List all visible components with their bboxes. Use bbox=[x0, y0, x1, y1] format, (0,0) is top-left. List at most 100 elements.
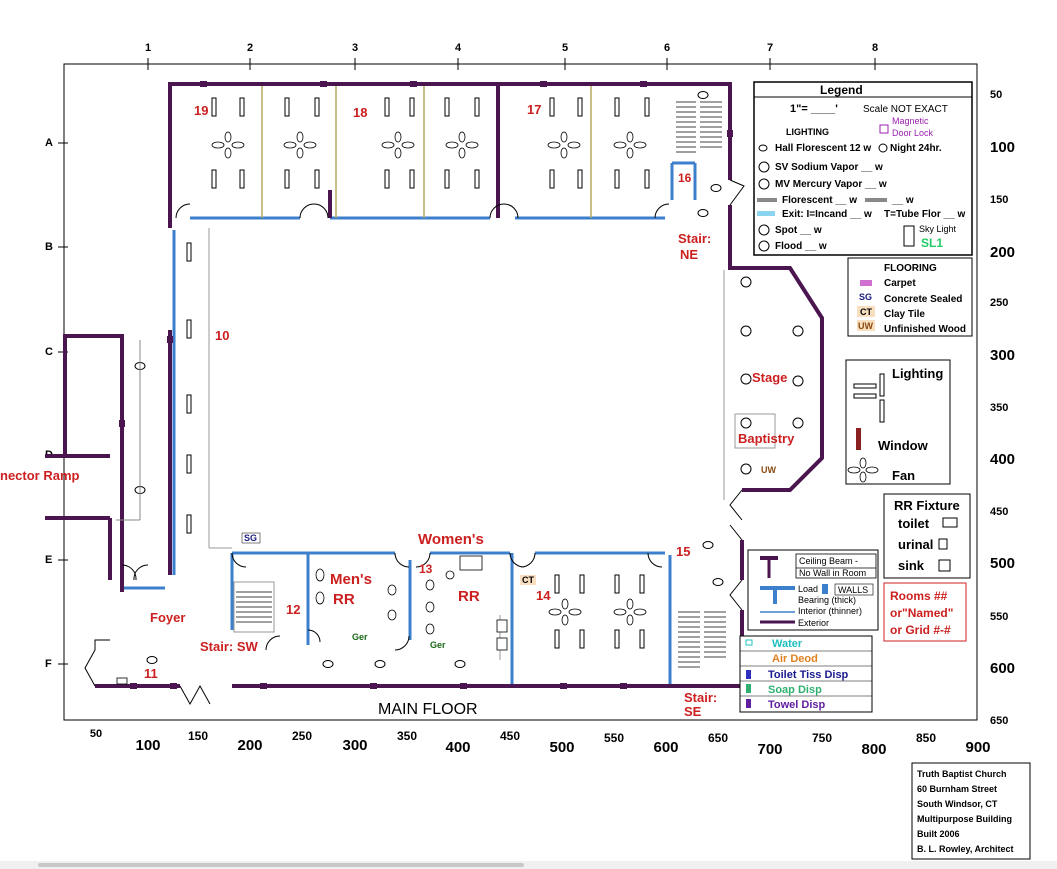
fluorescent-fixtures bbox=[186, 97, 650, 649]
walls-load: Load bbox=[798, 584, 818, 594]
grid-row-c: C bbox=[45, 346, 53, 358]
y-scale-600: 600 bbox=[990, 660, 1015, 677]
stair-se-treads bbox=[678, 611, 726, 668]
womens-label: Women's bbox=[418, 531, 484, 548]
x-scale-400: 400 bbox=[445, 739, 470, 756]
legend-spot: Spot __ w bbox=[775, 225, 822, 236]
stair-ne-label-2: NE bbox=[680, 247, 698, 262]
room-18-label: 18 bbox=[353, 105, 367, 120]
legend-flood: Flood __ w bbox=[775, 241, 827, 252]
interior-walls bbox=[122, 161, 697, 685]
stage-label: Stage bbox=[752, 370, 787, 385]
legend-scale: 1"= ____' bbox=[790, 103, 838, 115]
stair-ne-treads bbox=[676, 101, 722, 153]
mens-label-1: Men's bbox=[330, 571, 372, 588]
y-scale-400: 400 bbox=[990, 451, 1015, 468]
rr-fixture-box: RR Fixture toilet urinal sink bbox=[883, 493, 971, 579]
y-scale-550: 550 bbox=[990, 611, 1008, 623]
foyer-label: Foyer bbox=[150, 610, 185, 625]
grid-row-a: A bbox=[45, 137, 53, 149]
dispenser-towel: Towel Disp bbox=[768, 699, 826, 711]
horizontal-scrollbar[interactable] bbox=[0, 861, 1057, 869]
room-13-label: 13 bbox=[419, 562, 433, 576]
floor-tag-ger-1: Ger bbox=[352, 632, 368, 642]
rr-fixture-title: RR Fixture bbox=[894, 498, 960, 513]
grid-col-3: 3 bbox=[352, 42, 358, 54]
flooring-carpet: Carpet bbox=[884, 278, 916, 289]
rooms-legend-box: Rooms ## or"Named" or Grid #-# bbox=[883, 582, 967, 642]
x-scale-750: 750 bbox=[812, 731, 832, 745]
legend-night: Night 24hr. bbox=[890, 143, 942, 154]
x-scale-150: 150 bbox=[188, 729, 208, 743]
room-12-label: 12 bbox=[286, 602, 300, 617]
title-block-line-4: Multipurpose Building bbox=[917, 814, 1012, 824]
grid-col-8: 8 bbox=[872, 42, 878, 54]
y-scale-500: 500 bbox=[990, 555, 1015, 572]
x-scale-500: 500 bbox=[549, 739, 574, 756]
walls-legend-box: Ceiling Beam - No Wall in Room Load WALL… bbox=[747, 549, 879, 631]
column-ticks bbox=[147, 58, 876, 70]
dispenser-soap: Soap Disp bbox=[768, 684, 822, 696]
floor-tag-sg: SG bbox=[244, 533, 257, 543]
legend-sl1: SL1 bbox=[921, 236, 943, 250]
rooms-line-3: or Grid #-# bbox=[890, 623, 951, 637]
title-block-line-3: South Windsor, CT bbox=[917, 799, 998, 809]
grid-col-2: 2 bbox=[247, 42, 253, 54]
dispenser-toilet-tiss: Toilet Tiss Disp bbox=[768, 669, 849, 681]
rr-sink: sink bbox=[898, 558, 925, 573]
y-scale-450: 450 bbox=[990, 506, 1008, 518]
x-scale-50: 50 bbox=[90, 728, 102, 740]
room-10-label: 10 bbox=[215, 328, 229, 343]
stair-sw-label: Stair: SW bbox=[200, 639, 259, 654]
lighting-box-title: Lighting bbox=[892, 366, 943, 381]
stair-se-label-2: SE bbox=[684, 704, 702, 719]
scrollbar-thumb[interactable] bbox=[38, 863, 524, 867]
grid-row-f: F bbox=[45, 658, 52, 670]
legend-florescent-2: __ w bbox=[891, 195, 914, 206]
grid-col-4: 4 bbox=[455, 42, 462, 54]
baptistry-label: Baptistry bbox=[738, 431, 795, 446]
x-scale-700: 700 bbox=[757, 741, 782, 758]
legend-tube: T=Tube Flor __ w bbox=[884, 209, 965, 220]
room-16-label: 16 bbox=[678, 171, 692, 185]
grid-col-5: 5 bbox=[562, 42, 568, 54]
flooring-uw-code: UW bbox=[858, 321, 873, 331]
hall-lights bbox=[134, 91, 724, 668]
x-scale-900: 900 bbox=[965, 739, 990, 756]
legend-exit: Exit: I=Incand __ w bbox=[782, 209, 872, 220]
y-scale-150: 150 bbox=[990, 194, 1008, 206]
x-scale-450: 450 bbox=[500, 729, 520, 743]
walls-bearing: Bearing (thick) bbox=[798, 595, 856, 605]
y-scale-250: 250 bbox=[990, 297, 1008, 309]
rr-urinal: urinal bbox=[898, 537, 933, 552]
legend-sv: SV Sodium Vapor __ w bbox=[775, 162, 883, 173]
dispensers-legend-box: Water Air Deod Toilet Tiss Disp Soap Dis… bbox=[739, 635, 873, 713]
flooring-ct-code: CT bbox=[860, 307, 872, 317]
walls-interior: Interior (thinner) bbox=[798, 606, 862, 616]
ceiling-fans bbox=[211, 131, 647, 626]
lighting-window-fan-box: Lighting Window Fan bbox=[845, 359, 951, 485]
flooring-unfinished: Unfinished Wood bbox=[884, 324, 966, 335]
room-15-label: 15 bbox=[676, 544, 690, 559]
x-scale-250: 250 bbox=[292, 729, 312, 743]
legend-mv: MV Mercury Vapor __ w bbox=[775, 179, 887, 190]
y-scale-50: 50 bbox=[990, 89, 1002, 101]
x-scale-800: 800 bbox=[861, 741, 886, 758]
rooms-line-2: or"Named" bbox=[890, 606, 953, 620]
legend-sky-light: Sky Light bbox=[919, 224, 957, 234]
legend-hall: Hall Florescent 12 w bbox=[775, 143, 871, 154]
dispenser-air: Air Deod bbox=[772, 653, 818, 665]
legend-title: Legend bbox=[820, 83, 863, 97]
flooring-concrete: Concrete Sealed bbox=[884, 294, 962, 305]
flooring-sg-code: SG bbox=[859, 292, 872, 302]
grid-row-e: E bbox=[45, 554, 52, 566]
x-scale-650: 650 bbox=[708, 731, 728, 745]
walls-title: WALLS bbox=[838, 585, 868, 595]
room-11-label: 11 bbox=[144, 666, 158, 681]
flooring-heading: FLOORING bbox=[884, 263, 937, 274]
title-block-line-1: Truth Baptist Church bbox=[917, 769, 1007, 779]
grid-row-b: B bbox=[45, 241, 53, 253]
beam-label-1: Ceiling Beam - bbox=[799, 556, 858, 566]
floor-tag-ger-2: Ger bbox=[430, 640, 446, 650]
